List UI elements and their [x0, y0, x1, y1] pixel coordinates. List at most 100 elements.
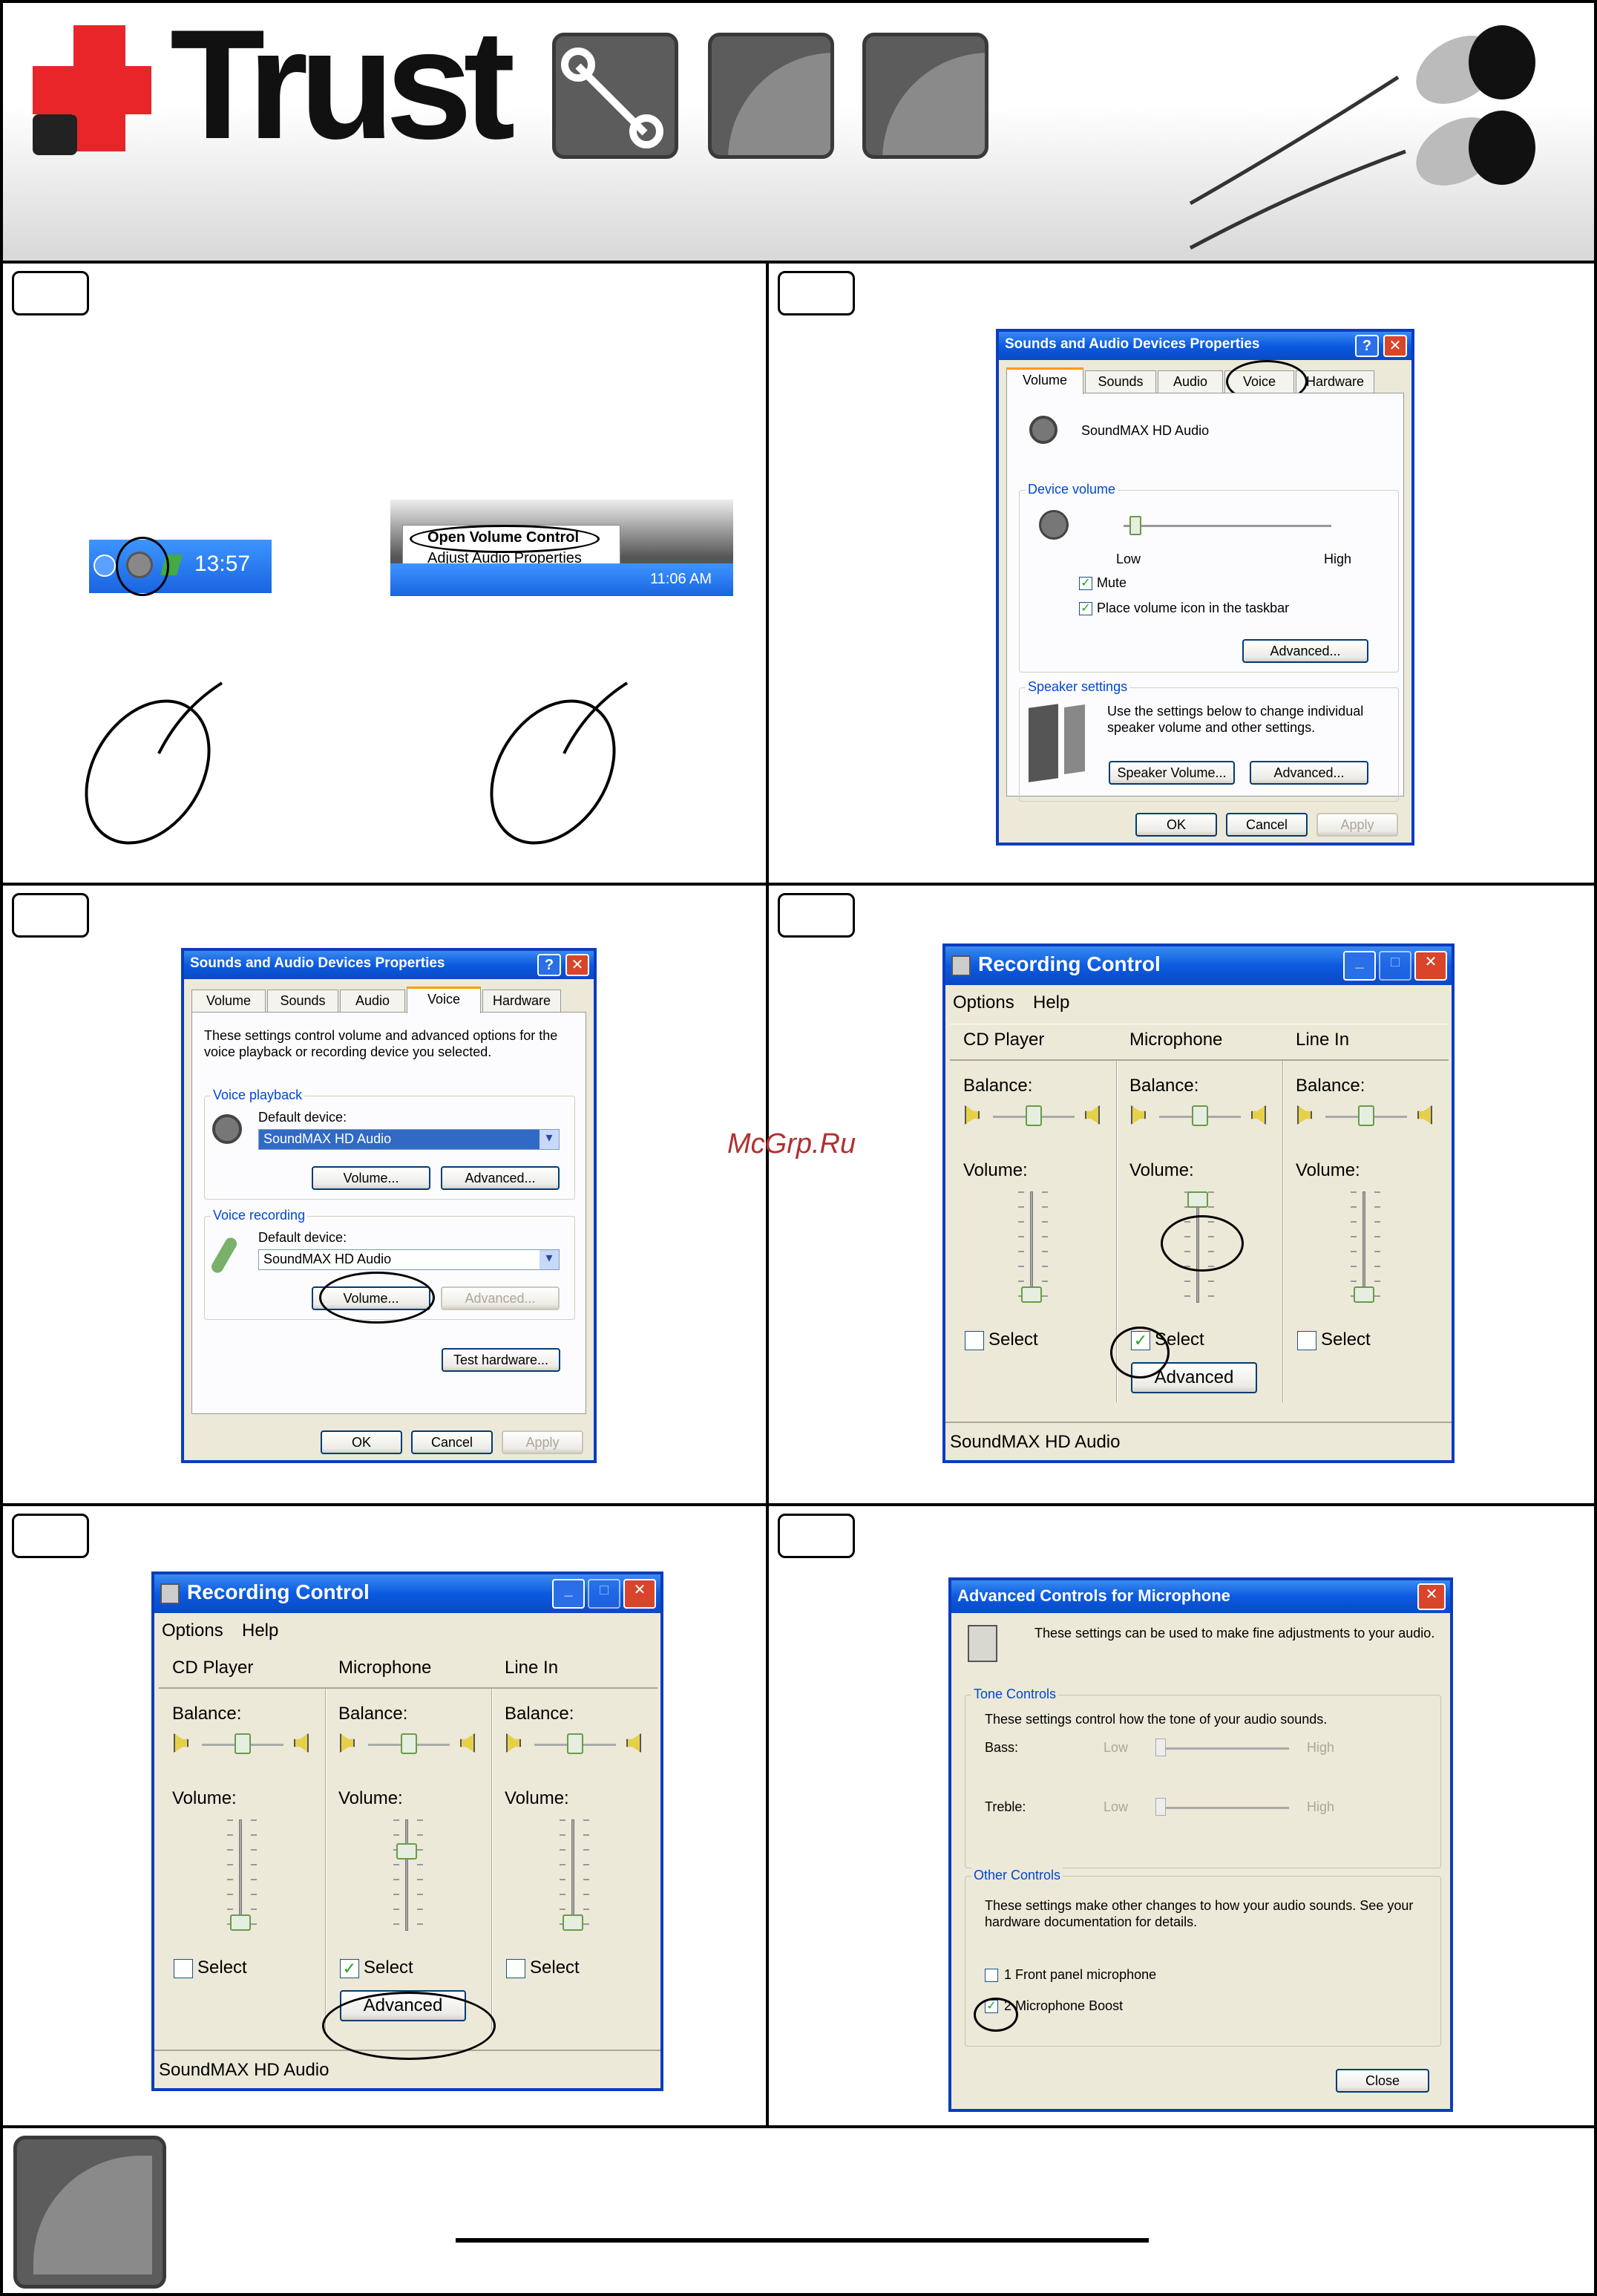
- tab-volume[interactable]: Volume: [1006, 367, 1083, 394]
- bass-slider[interactable]: [1155, 1747, 1289, 1750]
- balance-thumb[interactable]: [567, 1733, 583, 1754]
- volume-label: Volume:: [172, 1788, 237, 1808]
- minimize-button[interactable]: _: [552, 1579, 585, 1609]
- advanced-button[interactable]: Advanced...: [1242, 639, 1368, 663]
- select-checkbox[interactable]: [174, 1959, 193, 1978]
- volume-track[interactable]: [405, 1819, 408, 1931]
- speaker-volume-button[interactable]: Speaker Volume...: [1109, 761, 1235, 785]
- tab-voice[interactable]: Voice: [407, 987, 481, 1013]
- footer-panel: [0, 2125, 1597, 2296]
- treble-slider[interactable]: [1155, 1807, 1289, 1809]
- tick-mark: [417, 1923, 423, 1925]
- tab-sounds[interactable]: Sounds: [1085, 370, 1156, 393]
- right-speaker-icon: [294, 1733, 309, 1753]
- select-checkbox[interactable]: [506, 1959, 525, 1978]
- cancel-button[interactable]: Cancel: [411, 1430, 493, 1454]
- close-dialog-button[interactable]: Close: [1336, 2069, 1429, 2093]
- select-checkbox[interactable]: ✓: [340, 1959, 359, 1978]
- close-button[interactable]: ✕: [565, 954, 589, 976]
- tick-mark: [1351, 1236, 1357, 1237]
- ok-button[interactable]: OK: [1135, 813, 1217, 837]
- balance-thumb[interactable]: [235, 1733, 251, 1754]
- tick-mark: [1018, 1266, 1024, 1267]
- balance-thumb[interactable]: [1192, 1105, 1208, 1126]
- tab-audio[interactable]: Audio: [340, 990, 405, 1012]
- highlight-oval: [1161, 1215, 1244, 1272]
- front-panel-mic-checkbox[interactable]: [985, 1969, 998, 1982]
- mute-checkbox[interactable]: ✓: [1079, 577, 1092, 590]
- menu-help[interactable]: Help: [242, 1620, 279, 1641]
- close-button[interactable]: ✕: [1417, 1583, 1446, 1610]
- playback-advanced-button[interactable]: Advanced...: [441, 1166, 560, 1190]
- help-button[interactable]: ?: [537, 954, 561, 976]
- maximize-button[interactable]: □: [588, 1579, 620, 1609]
- tick-mark: [560, 1894, 565, 1895]
- volume-slider-thumb[interactable]: [1129, 516, 1141, 535]
- chevron-down-icon[interactable]: ▾: [540, 1250, 559, 1269]
- place-icon-checkbox[interactable]: ✓: [1079, 602, 1092, 615]
- left-speaker-icon: [506, 1733, 521, 1753]
- tick-mark: [1351, 1266, 1357, 1267]
- tab-sounds[interactable]: Sounds: [267, 990, 338, 1012]
- place-icon-label: Place volume icon in the taskbar: [1097, 601, 1290, 615]
- tick-mark: [560, 1909, 565, 1910]
- tick-mark: [1018, 1251, 1024, 1252]
- tab-hardware[interactable]: Hardware: [1296, 370, 1374, 393]
- tick-mark: [560, 1819, 565, 1821]
- volume-thumb[interactable]: [1021, 1286, 1042, 1303]
- select-checkbox[interactable]: [1297, 1331, 1316, 1350]
- minimize-button[interactable]: _: [1343, 951, 1376, 981]
- advanced-button[interactable]: Advanced...: [1250, 761, 1368, 785]
- balance-thumb[interactable]: [1358, 1105, 1374, 1126]
- volume-label: Volume:: [338, 1788, 403, 1808]
- volume-slider-track[interactable]: [1124, 525, 1331, 527]
- playback-device-select[interactable]: SoundMAX HD Audio ▾: [258, 1129, 560, 1150]
- bass-slider-thumb[interactable]: [1155, 1739, 1166, 1756]
- balance-thumb[interactable]: [1026, 1105, 1042, 1126]
- trust-logo-mark: [33, 25, 151, 155]
- apply-button[interactable]: Apply: [1316, 813, 1398, 837]
- close-button[interactable]: ✕: [623, 1579, 656, 1609]
- step-number-box: [12, 271, 89, 315]
- cancel-button[interactable]: Cancel: [1226, 813, 1308, 837]
- select-label: Select: [197, 1958, 247, 1978]
- select-checkbox[interactable]: [965, 1331, 984, 1350]
- tray-arrow-icon[interactable]: [94, 555, 116, 577]
- balance-thumb[interactable]: [401, 1733, 417, 1754]
- tick-mark: [1018, 1281, 1024, 1282]
- chevron-down-icon[interactable]: ▾: [540, 1130, 559, 1149]
- recording-device-select[interactable]: SoundMAX HD Audio ▾: [258, 1249, 560, 1270]
- volume-thumb[interactable]: [563, 1914, 583, 1931]
- recording-advanced-button[interactable]: Advanced...: [441, 1286, 560, 1310]
- wrench-tile-icon: [552, 33, 678, 159]
- tab-audio[interactable]: Audio: [1158, 370, 1223, 393]
- advanced-button[interactable]: Advanced: [1131, 1362, 1257, 1393]
- tab-hardware[interactable]: Hardware: [482, 990, 561, 1012]
- volume-thumb[interactable]: [1187, 1191, 1208, 1208]
- muted-speaker-icon: [1039, 510, 1069, 540]
- highlight-oval: [322, 1992, 496, 2060]
- menu-item-adjust-audio[interactable]: Adjust Audio Properties: [427, 550, 582, 566]
- tick-mark: [251, 1819, 257, 1821]
- menu-options[interactable]: Options: [953, 992, 1014, 1013]
- volume-thumb[interactable]: [230, 1914, 251, 1931]
- playback-volume-button[interactable]: Volume...: [312, 1166, 430, 1190]
- close-button[interactable]: ✕: [1383, 335, 1407, 357]
- volume-thumb[interactable]: [1354, 1286, 1374, 1303]
- speaker-icon: [1029, 416, 1057, 444]
- help-button[interactable]: ?: [1355, 335, 1379, 357]
- ok-button[interactable]: OK: [321, 1430, 402, 1454]
- tab-volume[interactable]: Volume: [191, 990, 266, 1012]
- menu-help[interactable]: Help: [1033, 992, 1070, 1013]
- treble-slider-thumb[interactable]: [1155, 1798, 1166, 1816]
- window-title: Sounds and Audio Devices Properties: [999, 332, 1411, 360]
- tone-controls-group: Tone Controls These settings control how…: [965, 1687, 1441, 1868]
- menu-options[interactable]: Options: [162, 1620, 223, 1641]
- close-button[interactable]: ✕: [1414, 951, 1447, 981]
- apply-button[interactable]: Apply: [502, 1430, 583, 1454]
- microphone-icon: [209, 1235, 239, 1275]
- volume-thumb[interactable]: [396, 1843, 417, 1860]
- blank-tile-icon: [708, 33, 834, 159]
- maximize-button[interactable]: □: [1379, 951, 1411, 981]
- test-hardware-button[interactable]: Test hardware...: [442, 1348, 560, 1372]
